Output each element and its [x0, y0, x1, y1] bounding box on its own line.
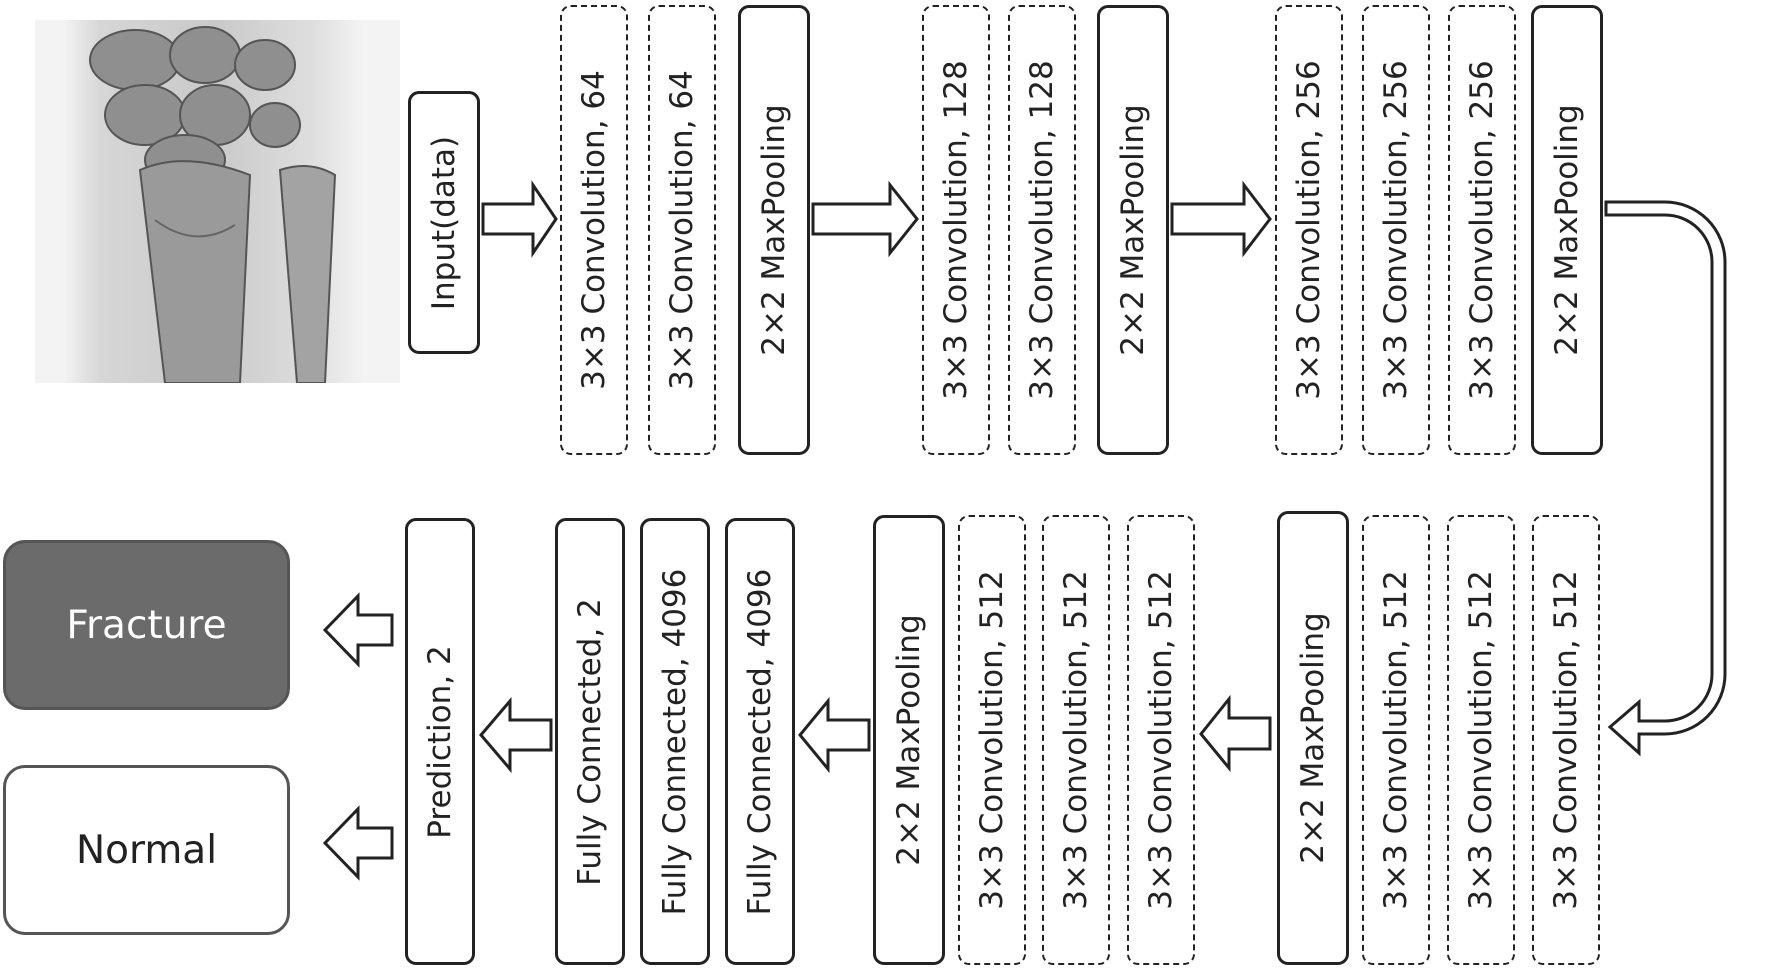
- maxpool-block-row1-3: 2×2 MaxPooling: [1531, 5, 1603, 455]
- arrow-left-icon: [322, 592, 394, 668]
- conv-block-row1-1: 3×3 Convolution, 64: [560, 5, 628, 455]
- conv-block-row1-4: 3×3 Convolution, 128: [1008, 5, 1076, 455]
- wrist-xray-image: [35, 20, 400, 383]
- conv-block-row2-6: 3×3 Convolution, 512: [958, 515, 1026, 965]
- fc-block-2: Fully Connected, 2: [555, 518, 625, 965]
- maxpool-block-row1-2: 2×2 MaxPooling: [1097, 5, 1169, 455]
- conv-block-row2-4: 3×3 Convolution, 512: [1127, 515, 1195, 965]
- fc-block-4096-1: Fully Connected, 4096: [640, 518, 710, 965]
- arrow-left-icon: [322, 805, 394, 881]
- input-data-block: Input(data): [408, 91, 480, 354]
- maxpool-block-row1-1: 2×2 MaxPooling: [738, 5, 810, 455]
- fc-block-4096-2: Fully Connected, 4096: [725, 518, 795, 965]
- arrow-left-icon: [798, 696, 871, 774]
- conv-block-row1-7: 3×3 Convolution, 256: [1448, 5, 1516, 455]
- conv-block-row1-6: 3×3 Convolution, 256: [1362, 5, 1430, 455]
- normal-output-box: Normal: [3, 765, 290, 935]
- u-turn-arrow-icon: [1604, 200, 1727, 757]
- fracture-label: Fracture: [66, 602, 227, 648]
- normal-label: Normal: [75, 827, 218, 873]
- arrow-left-icon: [479, 696, 553, 774]
- conv-block-row2-5: 3×3 Convolution, 512: [1042, 515, 1110, 965]
- arrow-right-icon: [481, 180, 558, 258]
- arrow-right-icon: [1170, 180, 1272, 258]
- prediction-block: Prediction, 2: [405, 518, 475, 965]
- conv-block-row2-1: 3×3 Convolution, 512: [1532, 515, 1600, 965]
- arrow-right-icon: [811, 180, 919, 258]
- conv-block-row1-5: 3×3 Convolution, 256: [1275, 5, 1343, 455]
- conv-block-row1-2: 3×3 Convolution, 64: [648, 5, 716, 455]
- arrow-left-icon: [1199, 694, 1272, 773]
- fracture-output-box: Fracture: [3, 540, 290, 710]
- conv-block-row1-3: 3×3 Convolution, 128: [922, 5, 990, 455]
- maxpool-block-row2-2: 2×2 MaxPooling: [873, 515, 945, 965]
- maxpool-block-row2-1: 2×2 MaxPooling: [1277, 511, 1349, 965]
- conv-block-row2-2: 3×3 Convolution, 512: [1447, 515, 1515, 965]
- conv-block-row2-3: 3×3 Convolution, 512: [1362, 515, 1430, 965]
